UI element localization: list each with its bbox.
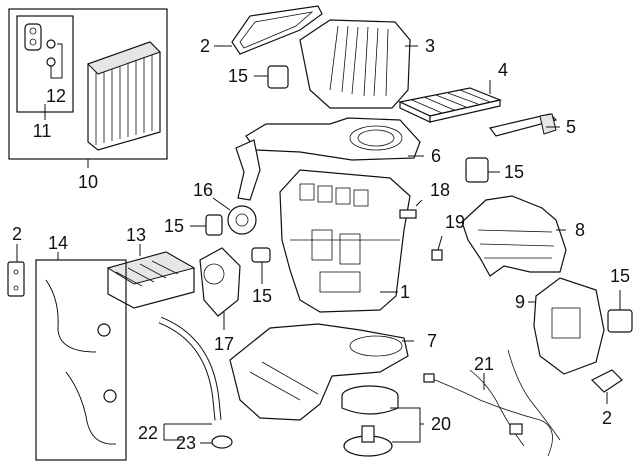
control-module [528, 277, 605, 375]
housing-cover [235, 117, 424, 201]
callout-17: 17 [213, 334, 235, 354]
duct [461, 195, 567, 277]
seal-bottom [590, 369, 623, 404]
callout-5: 5 [565, 117, 577, 137]
callout-15-far-right: 15 [609, 266, 631, 286]
case-upper [299, 19, 418, 109]
mode-actuator-gear [212, 197, 257, 235]
actuator-right [465, 157, 500, 183]
callout-16: 16 [192, 180, 214, 200]
callout-23: 23 [175, 433, 197, 453]
blower-housing [229, 323, 414, 421]
evaporator-core [87, 41, 161, 151]
hose-kit-frame [35, 252, 127, 461]
connector [399, 199, 423, 219]
drain-hose [158, 316, 222, 441]
wire-harness [423, 349, 561, 457]
callout-2-left: 2 [11, 224, 23, 244]
actuator-far-right [607, 290, 633, 333]
callout-15-left: 15 [163, 216, 185, 236]
actuator-left [190, 214, 223, 236]
grommet [200, 435, 233, 449]
actuator-top [254, 65, 289, 89]
callout-8: 8 [574, 220, 586, 240]
callout-14: 14 [47, 233, 69, 253]
callout-1: 1 [399, 282, 411, 302]
actuator-lower [251, 247, 271, 284]
callout-6: 6 [430, 146, 442, 166]
callout-2-top: 2 [199, 36, 211, 56]
callout-15-right: 15 [503, 162, 525, 182]
callout-19: 19 [444, 212, 466, 232]
callout-15-lower: 15 [251, 286, 273, 306]
callout-12: 12 [45, 86, 67, 106]
callout-21: 21 [473, 354, 495, 374]
callout-3: 3 [424, 36, 436, 56]
seal-left [7, 244, 25, 297]
blower-wheel [341, 385, 424, 457]
callout-20: 20 [430, 414, 452, 434]
callout-7: 7 [426, 331, 438, 351]
heater-core [106, 244, 196, 309]
callout-4: 4 [497, 60, 509, 80]
callout-9: 9 [514, 292, 526, 312]
callout-2-bottom: 2 [601, 408, 613, 428]
callout-22: 22 [137, 423, 159, 443]
actuator-motor [199, 247, 241, 330]
callout-18: 18 [429, 180, 451, 200]
callout-10: 10 [77, 172, 99, 192]
callout-13: 13 [125, 225, 147, 245]
callout-11: 11 [32, 121, 52, 141]
hvac-case [279, 169, 411, 313]
seal-top [214, 5, 323, 55]
bracket [488, 113, 560, 137]
cabin-filter [398, 80, 503, 123]
expansion-valve [24, 23, 63, 79]
clip [431, 235, 443, 261]
callout-15-top: 15 [227, 66, 249, 86]
